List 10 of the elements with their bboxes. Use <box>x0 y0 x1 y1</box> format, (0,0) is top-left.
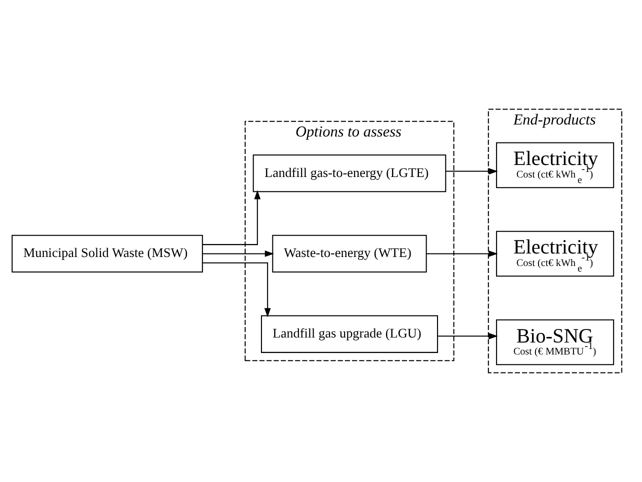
arrow <box>202 250 274 257</box>
arrow <box>202 262 271 318</box>
arrow <box>426 250 498 257</box>
arrow <box>202 190 261 246</box>
node-box: Landfill gas-to-energy (LGTE) <box>252 154 446 192</box>
node-box: Landfill gas upgrade (LGU) <box>260 315 438 353</box>
node-box: Municipal Solid Waste (MSW) <box>12 234 203 273</box>
node-box: Waste-to-energy (WTE) <box>272 234 427 273</box>
arrow <box>438 332 498 340</box>
arrow <box>446 168 498 174</box>
